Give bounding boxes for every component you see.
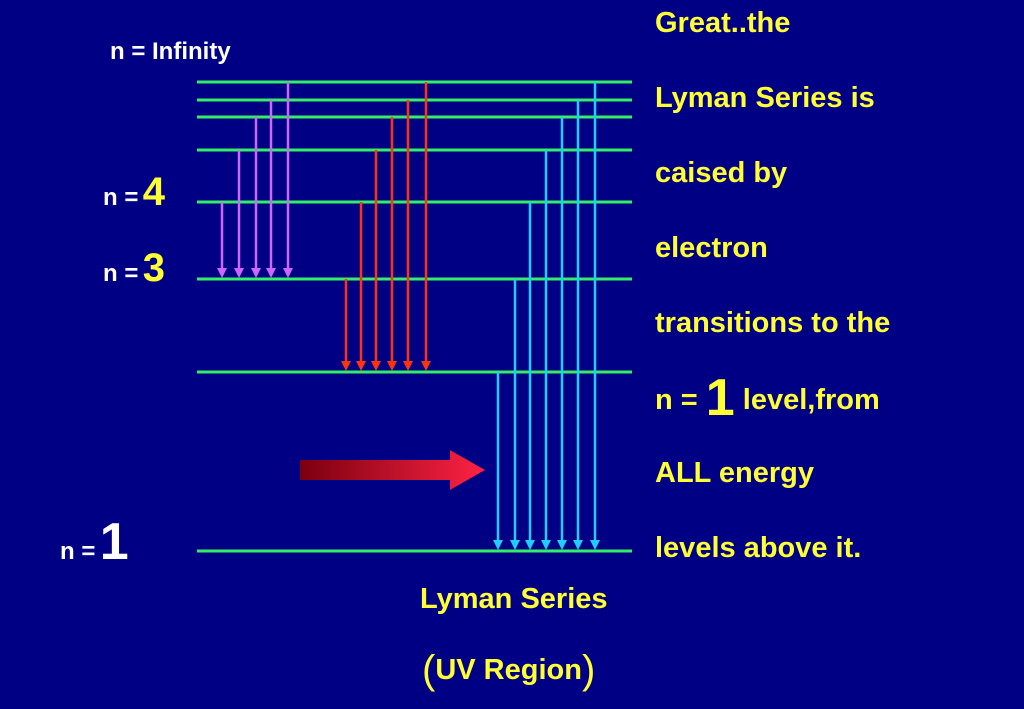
region-text: UV Region [435, 654, 582, 686]
cyan-transition-7-to-1 [573, 100, 583, 550]
red-transition-3-to-2 [341, 279, 351, 371]
violet-transition-infinity-to-3 [283, 82, 293, 278]
label-n-1: n = 1 [60, 516, 129, 568]
label-n-prefix: n = [60, 538, 96, 565]
label-n-prefix: n = [103, 184, 139, 211]
red-transition-7-to-2 [403, 100, 413, 371]
explanation-line: electron [655, 232, 768, 264]
cyan-transition-5-to-1 [541, 150, 551, 550]
label-n4-number: 4 [142, 170, 166, 214]
label-n-3: n = 3 [103, 248, 165, 288]
close-paren: ) [581, 648, 596, 692]
explanation-line: Great..the [655, 7, 791, 39]
cyan-transition-2-to-1 [493, 372, 503, 550]
violet-transition-6-to-3 [251, 117, 261, 278]
cyan-transition-6-to-1 [557, 117, 567, 550]
explanation-line: caised by [655, 157, 788, 189]
energy-levels [197, 80, 632, 553]
open-paren: ( [422, 648, 436, 692]
series-name: Lyman Series [420, 583, 608, 615]
violet-transition-4-to-3 [217, 202, 227, 278]
explanation-level-from: level,from [742, 384, 880, 416]
right-arrow-icon [300, 450, 485, 490]
explanation-n1-number: 1 [705, 369, 735, 427]
cyan-transition-infinity-to-1 [590, 82, 600, 550]
label-n1-number: 1 [99, 513, 129, 571]
label-n-4: n = 4 [103, 172, 165, 212]
explanation-line: levels above it. [655, 532, 862, 564]
explanation-line: transitions to the [655, 307, 891, 339]
red-transition-4-to-2 [356, 202, 366, 371]
red-transition-infinity-to-2 [421, 82, 431, 371]
red-transition-6-to-2 [387, 117, 397, 371]
transitions [217, 82, 600, 550]
label-n3-number: 3 [142, 246, 166, 290]
explanation-text: Great..the Lyman Series is caised by ele… [655, 4, 1015, 604]
label-n-prefix: n = [103, 260, 139, 287]
label-infinity-text: n = Infinity [110, 38, 231, 65]
region-label: (UV Region) [422, 648, 595, 693]
cyan-transition-4-to-1 [525, 202, 535, 550]
violet-transition-7-to-3 [266, 100, 276, 278]
label-n-infinity: n = Infinity [110, 40, 231, 64]
explanation-line: Lyman Series is [655, 82, 875, 114]
red-transition-5-to-2 [371, 150, 381, 371]
explanation-line: ALL energy [655, 457, 815, 489]
explanation-n-prefix: n = [655, 384, 698, 416]
explanation-line-n1: n = 1 level,from [655, 372, 1015, 454]
violet-transition-5-to-3 [234, 150, 244, 278]
cyan-transition-3-to-1 [510, 279, 520, 550]
